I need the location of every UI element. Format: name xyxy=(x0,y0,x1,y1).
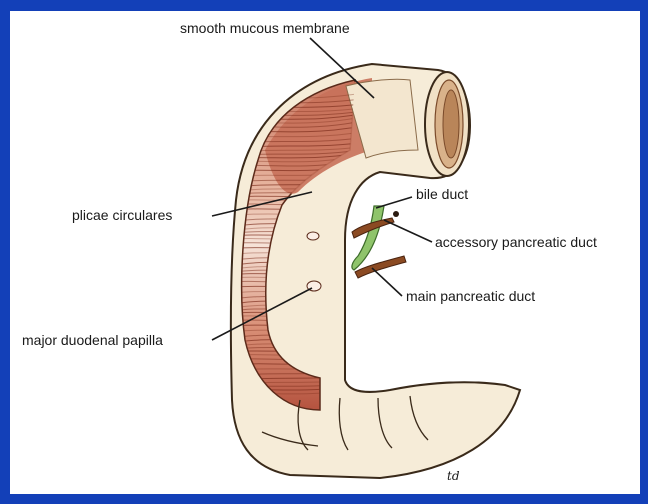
label-major-duodenal-papilla: major duodenal papilla xyxy=(22,332,163,348)
leader-accessory-pancreatic-duct xyxy=(384,220,432,242)
label-accessory-pancreatic-duct: accessory pancreatic duct xyxy=(435,234,597,250)
leader-main-pancreatic-duct xyxy=(372,268,402,296)
label-smooth-mucous-membrane: smooth mucous membrane xyxy=(180,20,350,36)
minor-papilla-mark xyxy=(307,232,319,240)
artist-signature: td xyxy=(447,469,460,483)
accessory-duct-end xyxy=(393,211,399,217)
bile-duct-shape xyxy=(352,206,384,270)
leader-bile-duct xyxy=(376,197,412,208)
label-plicae-circulares: plicae circulares xyxy=(72,207,172,223)
label-main-pancreatic-duct: main pancreatic duct xyxy=(406,288,535,304)
label-bile-duct: bile duct xyxy=(416,186,468,202)
duodenum-lumen-opening xyxy=(425,72,469,176)
